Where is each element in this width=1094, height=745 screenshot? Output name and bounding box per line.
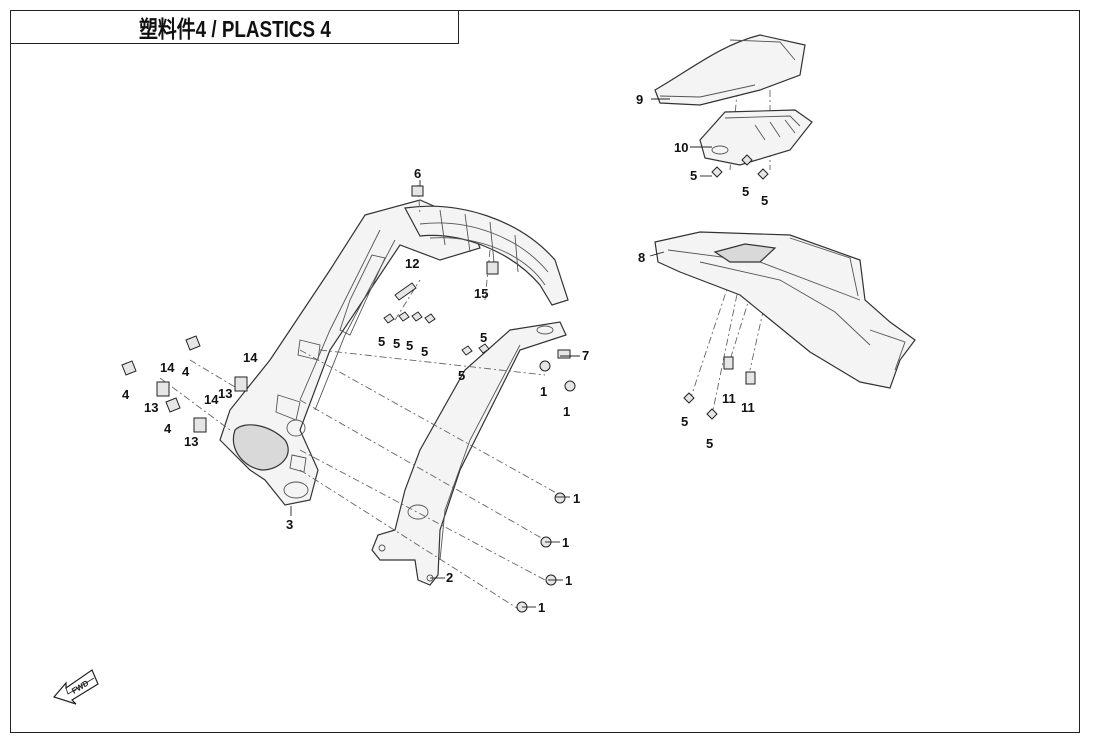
callout-13: 13 [218, 386, 232, 401]
title-box: 塑料件4 / PLASTICS 4 [10, 10, 459, 44]
callout-5: 5 [690, 168, 697, 183]
callout-4: 4 [122, 387, 130, 402]
part-10-tail-base [699, 109, 813, 166]
fwd-arrow-icon: FWD [52, 669, 99, 705]
rear-fender-hoop [404, 205, 569, 306]
callout-5: 5 [378, 334, 385, 349]
callout-1: 1 [565, 573, 572, 588]
callout-7: 7 [582, 348, 589, 363]
callout-4: 4 [164, 421, 172, 436]
callout-labels: 9 10 5 5 5 8 6 12 15 5 5 5 5 5 5 7 1 1 1… [122, 92, 768, 615]
callout-5: 5 [421, 344, 428, 359]
callout-2: 2 [446, 570, 453, 585]
callout-5: 5 [480, 330, 487, 345]
part-3-frame [219, 199, 481, 506]
part-8-mudguard [654, 231, 916, 389]
callout-5: 5 [761, 193, 768, 208]
callout-14: 14 [243, 350, 258, 365]
callout-1: 1 [573, 491, 580, 506]
callout-14: 14 [160, 360, 175, 375]
callout-8: 8 [638, 250, 645, 265]
callout-1: 1 [562, 535, 569, 550]
callout-5: 5 [706, 436, 713, 451]
callout-5: 5 [458, 368, 465, 383]
callout-5: 5 [393, 336, 400, 351]
callout-12: 12 [405, 256, 419, 271]
callout-13: 13 [184, 434, 198, 449]
callout-1: 1 [563, 404, 570, 419]
callout-3: 3 [286, 517, 293, 532]
part-2-bracket [371, 321, 567, 586]
callout-5: 5 [742, 184, 749, 199]
callout-11: 11 [741, 400, 755, 415]
callout-9: 9 [636, 92, 643, 107]
fasteners [121, 154, 769, 613]
callout-4: 4 [182, 364, 190, 379]
callout-15: 15 [474, 286, 488, 301]
callout-5: 5 [681, 414, 688, 429]
page-title: 塑料件4 / PLASTICS 4 [138, 16, 331, 42]
callout-5: 5 [406, 338, 413, 353]
callout-13: 13 [144, 400, 158, 415]
leader-lines [290, 98, 712, 608]
callout-10: 10 [674, 140, 688, 155]
callout-6: 6 [414, 166, 421, 181]
diagram-frame [10, 10, 1080, 733]
part-9-cover [654, 34, 806, 106]
callout-14: 14 [204, 392, 219, 407]
callout-11: 11 [722, 391, 736, 406]
callout-1: 1 [538, 600, 545, 615]
callout-1: 1 [540, 384, 547, 399]
